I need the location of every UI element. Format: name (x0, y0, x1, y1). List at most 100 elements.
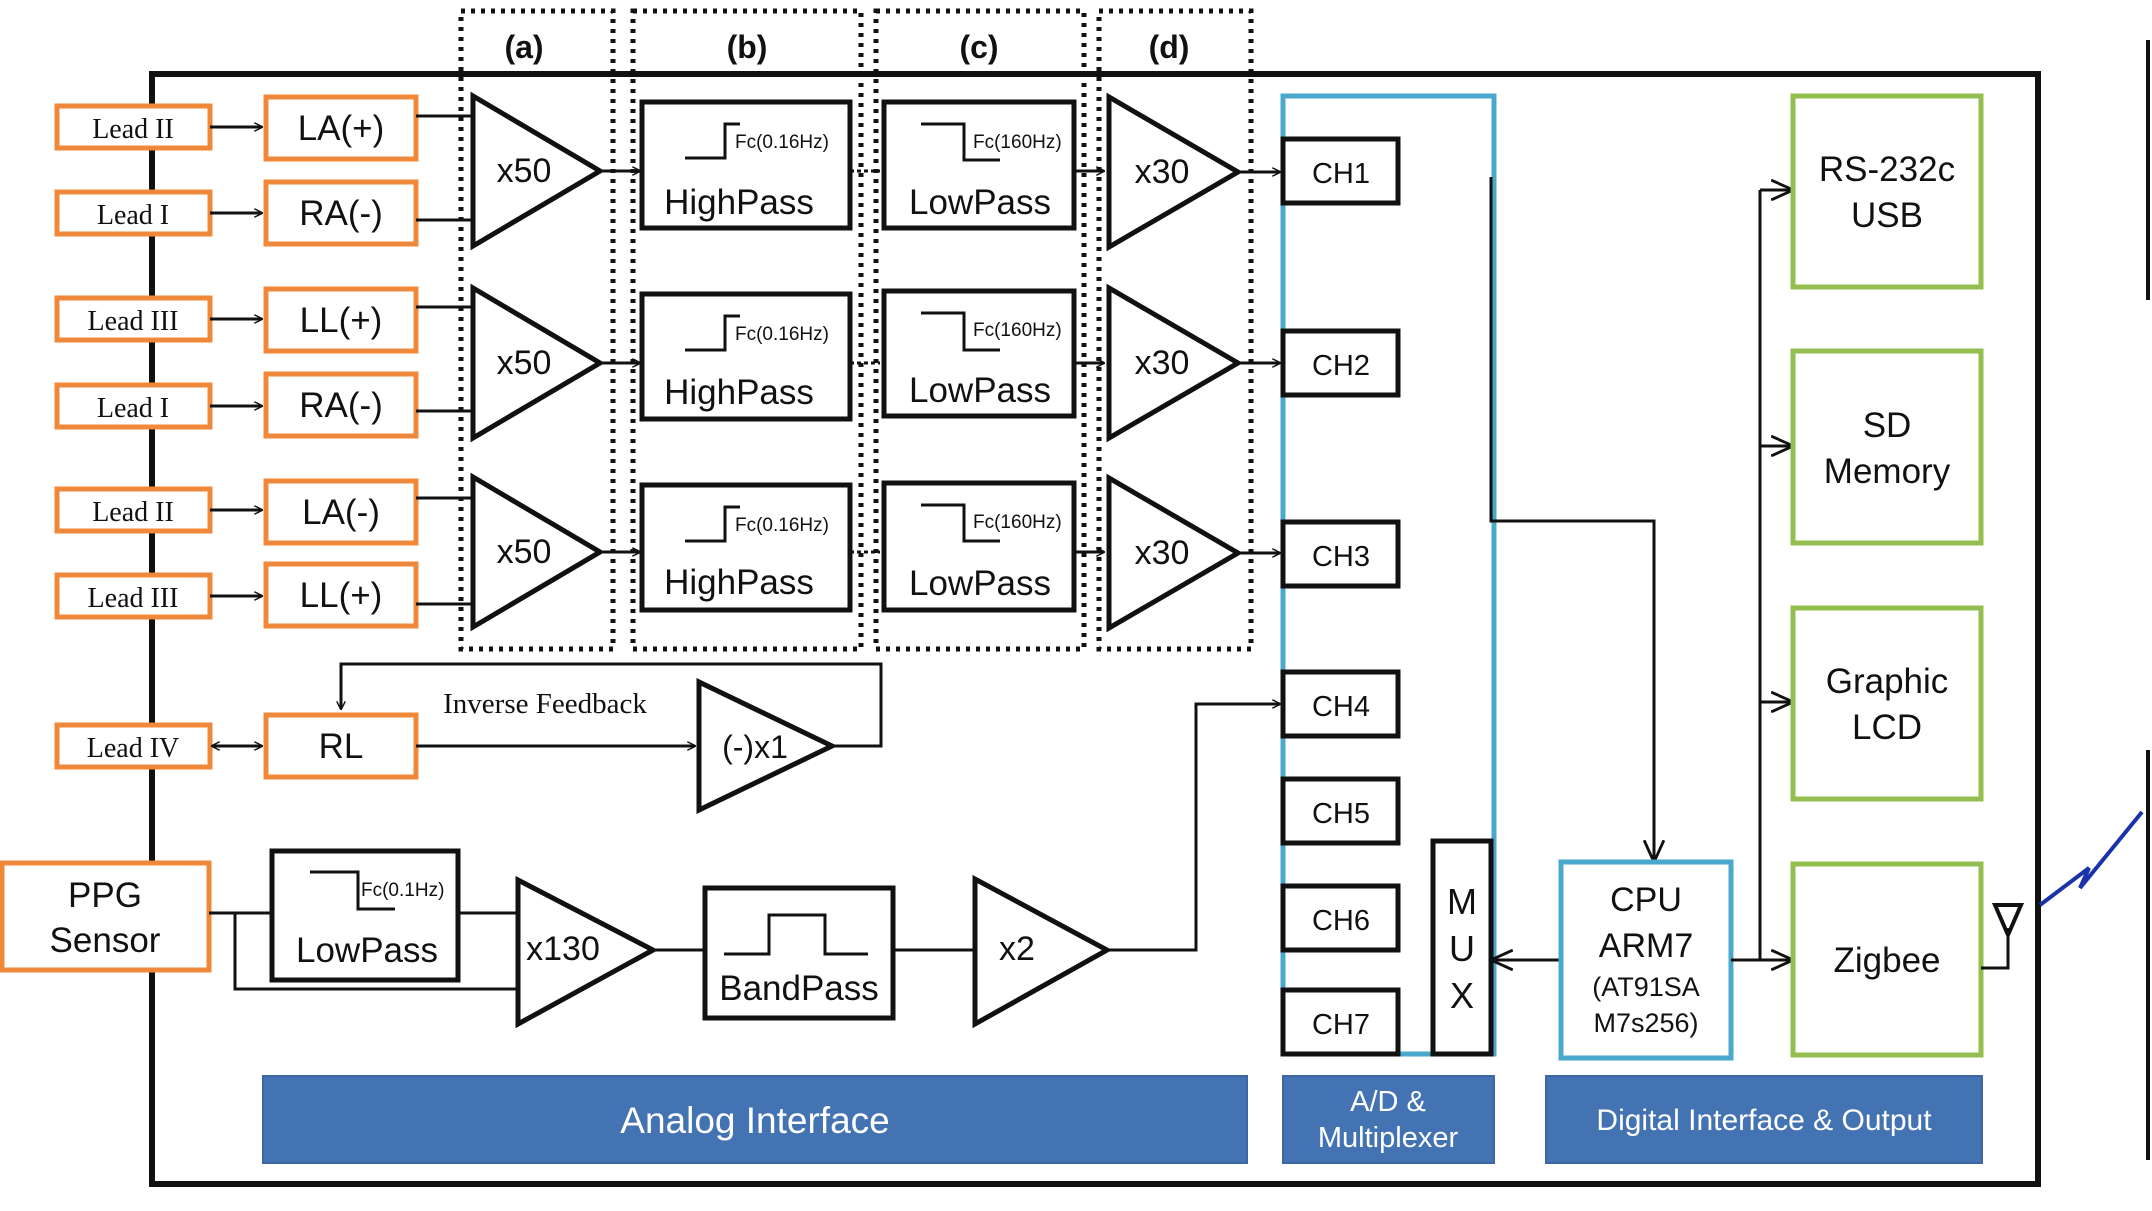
section-label: A/D & (1350, 1086, 1426, 1118)
adc-channel-label: CH5 (1312, 798, 1370, 830)
electrode-label: RL (319, 727, 364, 766)
adc-multiplexer-band (1282, 1075, 1495, 1164)
filter-cutoff: Fc(0.16Hz) (735, 515, 829, 536)
filter-cutoff: Fc(160Hz) (973, 512, 1062, 533)
lead-label: Lead II (92, 114, 174, 145)
output-devices: RS-232c USB SD Memory Graphic LCD Zigbee (1790, 93, 1984, 1058)
output-label: RS-232c (1819, 150, 1955, 189)
mux-box (1430, 838, 1494, 1057)
output-label: Memory (1824, 452, 1951, 491)
highpass-filter (639, 99, 853, 231)
analog-interface-band (262, 1075, 1248, 1164)
section-label: Multiplexer (1318, 1122, 1459, 1154)
electrode-box (263, 94, 419, 162)
output-graphic-lcd (1790, 605, 1984, 802)
electrode-box (263, 179, 419, 247)
gain-amplifier (1106, 473, 1243, 633)
gain-amplifier (1106, 283, 1243, 443)
stage-b-region (630, 8, 864, 652)
stage-d-region (1096, 8, 1254, 652)
digital-output-band (1545, 1075, 1983, 1164)
cpu-block: CPU ARM7 (AT91SA M7s256) (1558, 859, 1734, 1061)
lead-box (54, 572, 213, 620)
electrode-label: LL(+) (300, 576, 383, 615)
adc-channel (1280, 519, 1401, 589)
filter-cutoff: Fc(0.1Hz) (361, 880, 444, 901)
section-bands: Analog Interface A/D & Multiplexer Digit… (262, 1075, 1983, 1164)
ppg-amplifier-2 (972, 874, 1113, 1029)
antenna-icon (1981, 903, 2025, 970)
stage-label: (b) (727, 29, 768, 65)
ppg-path: PPG Sensor Fc(0.1Hz) LowPass x130 BandPa… (0, 704, 1280, 1029)
adc-channel-label: CH7 (1312, 1009, 1370, 1041)
wireless-signal-icon (2038, 810, 2144, 907)
gain-label: x50 (497, 152, 552, 190)
stage-a-region (458, 8, 616, 652)
filter-label: BandPass (719, 969, 879, 1008)
gain-label: x50 (497, 344, 552, 382)
filter-label: LowPass (909, 371, 1051, 410)
adc-channel-label: CH1 (1312, 158, 1370, 190)
gain-amplifier (1106, 92, 1243, 252)
lowpass-filter (881, 480, 1077, 613)
filter-label: LowPass (909, 564, 1051, 603)
output-label: LCD (1852, 708, 1922, 747)
output-label: SD (1863, 406, 1912, 445)
lead-label: Lead I (97, 200, 169, 231)
gain-amplifier (470, 283, 605, 443)
feedback-label: Inverse Feedback (443, 688, 647, 720)
electrode-label: LA(+) (298, 109, 385, 148)
output-zigbee (1790, 861, 1984, 1058)
filter-label: LowPass (296, 931, 438, 970)
filter-cutoff: Fc(0.16Hz) (735, 324, 829, 345)
gain-amplifier (470, 472, 605, 632)
filter-cutoff: Fc(0.16Hz) (735, 132, 829, 153)
highpass-filter (639, 482, 853, 613)
gain-label: x2 (999, 930, 1035, 968)
filter-cutoff: Fc(160Hz) (973, 320, 1062, 341)
lead-box (54, 382, 213, 430)
electrode-box (263, 286, 419, 354)
inverting-amplifier (696, 678, 838, 814)
ppg-sensor-box (0, 860, 212, 973)
adc-channel (1280, 883, 1401, 953)
filter-label: HighPass (664, 373, 814, 412)
highpass-filter (639, 291, 853, 422)
cpu-label: CPU (1610, 881, 1682, 919)
gain-label: x50 (497, 533, 552, 571)
gain-amplifier (470, 91, 605, 251)
lead-label: Lead IV (87, 733, 180, 764)
gain-label: x30 (1135, 534, 1190, 572)
adc-channel (1280, 328, 1401, 398)
ecg-channel-1: Lead II Lead I LA(+) RA(-) x50 Fc(0.16Hz… (54, 91, 1280, 252)
lowpass-filter (881, 99, 1077, 231)
cpu-label: M7s256) (1593, 1008, 1698, 1038)
adc-channel (1280, 136, 1401, 206)
filter-label: LowPass (909, 183, 1051, 222)
mux-letter: X (1450, 975, 1474, 1016)
ppg-sensor-label: Sensor (50, 921, 161, 960)
lowpass-filter (881, 288, 1077, 419)
lead-label: Lead III (88, 306, 179, 337)
adc-channel (1280, 776, 1401, 846)
cpu-label: ARM7 (1599, 927, 1693, 965)
inverse-feedback-path: Lead IV RL Inverse Feedback (-)x1 (54, 662, 883, 814)
electrode-label: LA(-) (302, 493, 380, 532)
section-label: Digital Interface & Output (1596, 1104, 1932, 1137)
stage-regions: (a) (b) (c) (d) (458, 8, 1254, 652)
lead-box (54, 295, 213, 343)
stage-label: (c) (959, 29, 998, 65)
filter-cutoff: Fc(160Hz) (973, 132, 1062, 153)
ecg-channel-3: Lead II Lead III LA(-) LL(+) x50 Fc(0.16… (54, 472, 1280, 633)
electrode-label: LL(+) (300, 301, 383, 340)
output-label: Zigbee (1833, 941, 1940, 980)
mux-letter: M (1447, 881, 1477, 922)
gain-label: x30 (1135, 344, 1190, 382)
adc-channel (1280, 669, 1401, 739)
output-label: Graphic (1826, 662, 1949, 701)
ppg-lowpass-filter (269, 848, 461, 983)
output-rs232-usb (1790, 93, 1984, 290)
mux-letter: U (1449, 928, 1475, 969)
